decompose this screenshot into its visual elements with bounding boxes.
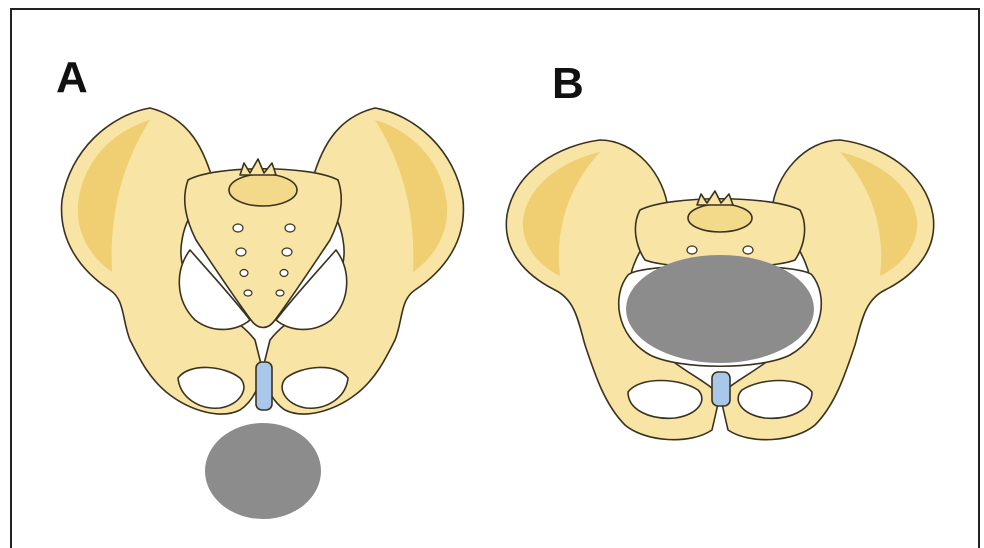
pelvis-b-pubic-symphysis — [712, 372, 730, 406]
pelvis-b-s1-body — [688, 204, 752, 232]
pelvis-a-s1-body — [229, 174, 297, 206]
pelvis-a-ellipse — [205, 423, 321, 519]
pelvis-a — [62, 108, 464, 414]
pelvis-a-pubic-symphysis — [256, 362, 272, 410]
pelvis-b-ellipse — [626, 255, 814, 363]
